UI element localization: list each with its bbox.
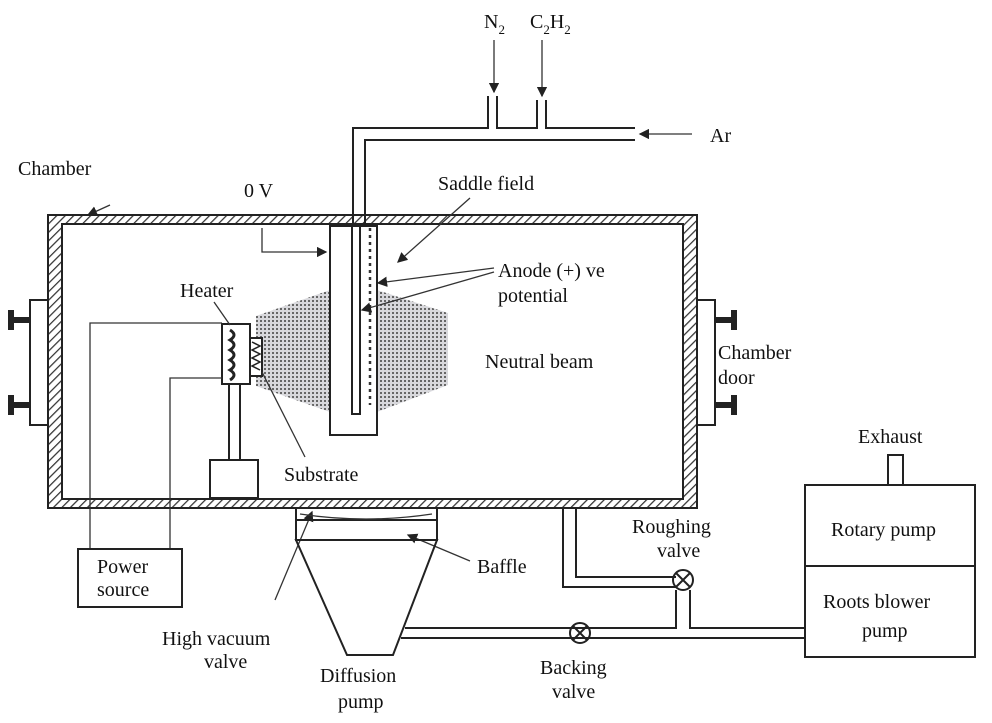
label-zero-v: 0 V: [244, 180, 274, 202]
label-diffusion-1: Diffusion: [320, 665, 396, 687]
label-high-vacuum-1: High vacuum: [162, 628, 271, 650]
label-backing-1: Backing: [540, 657, 607, 679]
label-chamber-door-2: door: [718, 367, 755, 389]
label-roots-1: Roots blower: [823, 591, 931, 613]
power-source-box: [77, 548, 183, 608]
neutral-beam-left: [256, 290, 330, 412]
label-power-2: source: [97, 579, 149, 601]
label-heater: Heater: [180, 280, 234, 302]
label-backing-2: valve: [552, 681, 595, 703]
power-wires: [89, 322, 222, 549]
heater: [221, 323, 251, 385]
vacuum-piping: [401, 508, 805, 639]
label-substrate: Substrate: [284, 464, 359, 486]
diffusion-pump: [294, 507, 439, 656]
label-n2: N2: [484, 11, 505, 37]
label-baffle: Baffle: [477, 556, 527, 578]
label-high-vacuum-2: valve: [204, 651, 247, 673]
label-chamber: Chamber: [18, 158, 92, 180]
label-power-1: Power: [97, 556, 148, 578]
substrate: [249, 337, 263, 377]
label-rotary-pump: Rotary pump: [831, 519, 936, 541]
left-door-flange: [8, 299, 49, 426]
label-c2h2: C2H2: [530, 11, 571, 37]
label-neutral-beam: Neutral beam: [485, 351, 594, 373]
label-exhaust: Exhaust: [858, 426, 923, 448]
rotary-roots-pump: [804, 454, 976, 658]
neutral-beam-right: [377, 290, 448, 412]
chamber-door: [696, 299, 737, 426]
saddle-field-source: [329, 225, 378, 436]
label-anode-2: potential: [498, 285, 568, 307]
label-saddle-field: Saddle field: [438, 173, 534, 195]
label-ar: Ar: [710, 125, 731, 147]
substrate-stand: [209, 384, 259, 499]
chamber-wall: [47, 214, 698, 509]
label-roots-2: pump: [862, 620, 908, 642]
backing-valve: [569, 622, 591, 644]
label-anode-1: Anode (+) ve: [498, 260, 605, 282]
label-roughing-1: Roughing: [632, 516, 711, 538]
gas-inlet-pipe: [352, 40, 692, 224]
label-roughing-2: valve: [657, 540, 700, 562]
roughing-valve: [672, 569, 694, 591]
label-chamber-door-1: Chamber: [718, 342, 792, 364]
label-diffusion-2: pump: [338, 691, 384, 713]
